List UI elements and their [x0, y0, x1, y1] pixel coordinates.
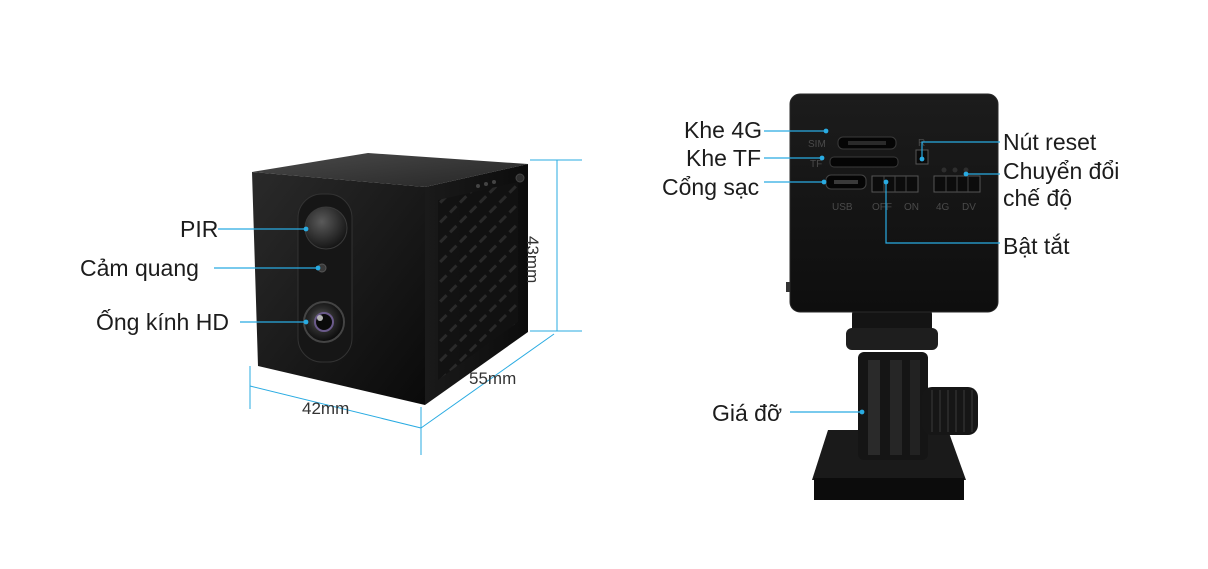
- label-reset-button: Nút reset: [1003, 129, 1097, 155]
- label-tf-slot: Khe TF: [686, 145, 761, 171]
- panel-mark-off: OFF: [872, 202, 892, 213]
- panel-mark-usb: USB: [832, 202, 853, 213]
- camera-top-face: [252, 153, 528, 187]
- panel-mark-sim: SIM: [808, 139, 826, 150]
- panel-mark-on: ON: [904, 202, 919, 213]
- tf-slot: [829, 156, 899, 168]
- back-camera-illustration: SIM TF R USB OFF ON 4G DV: [786, 93, 999, 500]
- panel-mark-tf: TF: [810, 159, 822, 170]
- front-camera-illustration: [252, 153, 528, 405]
- label-pir: PIR: [180, 216, 219, 242]
- label-power-switch: Bật tắt: [1003, 233, 1070, 259]
- label-charge-port: Cổng sạc: [662, 174, 760, 200]
- panel-mark-4g: 4G: [936, 202, 950, 213]
- label-mode-switch-line2: chế độ: [1003, 185, 1073, 211]
- mount-neck: [852, 310, 932, 332]
- mount-knob: [922, 387, 978, 435]
- front-leader-lines: [214, 226, 321, 325]
- dimension-lines: [249, 159, 582, 455]
- back-leader-lines: [764, 128, 1000, 415]
- dimension-width: 42mm: [302, 399, 350, 418]
- pir-sensor: [304, 206, 348, 250]
- label-mode-switch-line1: Chuyển đổi: [1003, 158, 1120, 184]
- panel-mark-dv: DV: [962, 202, 976, 213]
- label-hd-lens: Ống kính HD: [96, 309, 229, 335]
- camera-side-vents: [438, 182, 518, 380]
- label-light-sensor: Cảm quang: [80, 255, 199, 281]
- label-4g-slot: Khe 4G: [684, 117, 762, 143]
- dimension-depth: 55mm: [469, 369, 517, 388]
- label-mount: Giá đỡ: [712, 400, 783, 426]
- dimension-height: 43mm: [523, 236, 542, 284]
